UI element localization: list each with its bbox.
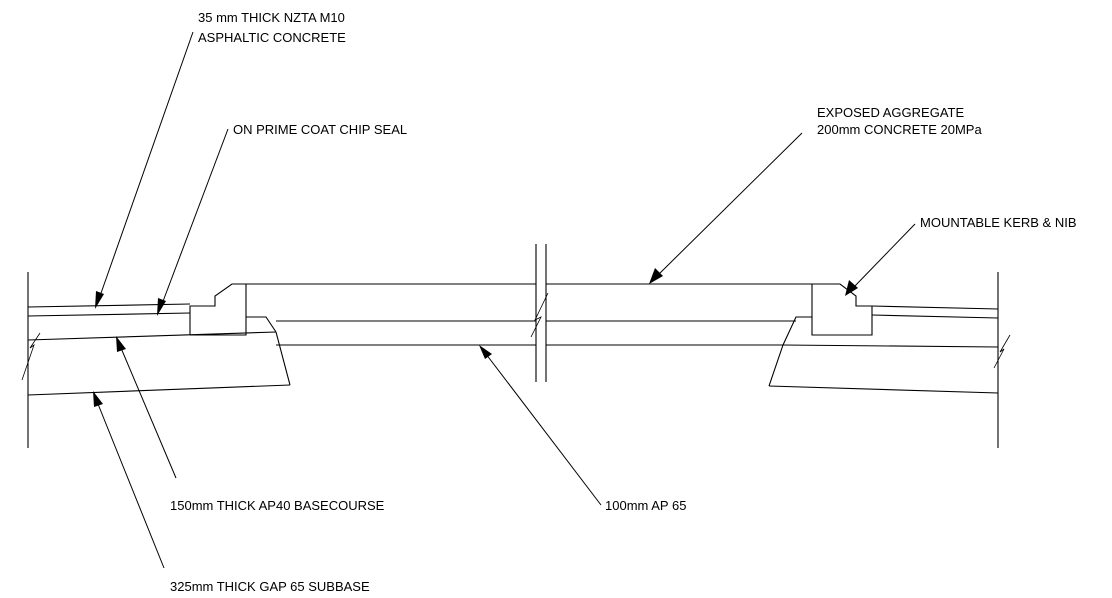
left-subbase-layer xyxy=(27,331,291,396)
right-kerb-nib xyxy=(782,283,873,346)
centre-break-mark xyxy=(530,244,549,382)
left-kerb-nib xyxy=(189,283,277,336)
right-subbase-layer xyxy=(768,344,999,394)
leader-subbase xyxy=(93,391,165,569)
leader-concrete xyxy=(649,132,803,284)
leader-chip-seal xyxy=(157,128,229,316)
callout-concrete-line2: 200mm CONCRETE 20MPa xyxy=(817,122,982,137)
left-break-mark xyxy=(21,332,41,381)
callout-asphaltic-line1: 35 mm THICK NZTA M10 xyxy=(198,10,345,25)
leader-ap65 xyxy=(479,345,602,506)
left-basecourse-layer xyxy=(27,331,277,341)
callout-asphaltic-line2: ASPHALTIC CONCRETE xyxy=(198,30,346,45)
concrete-slab xyxy=(232,283,826,322)
right-basecourse-layer xyxy=(782,344,999,348)
callout-ap65: 100mm AP 65 xyxy=(605,498,687,513)
leader-asphaltic xyxy=(95,31,194,309)
right-boundary xyxy=(993,272,1011,448)
callout-concrete-line1: EXPOSED AGGREGATE xyxy=(817,105,965,120)
callout-kerb: MOUNTABLE KERB & NIB xyxy=(920,215,1077,230)
right-asphaltic-layer xyxy=(871,305,999,319)
callout-basecourse: 150mm THICK AP40 BASECOURSE xyxy=(170,498,385,513)
leader-kerb xyxy=(845,223,916,296)
left-boundary xyxy=(21,272,41,448)
right-break-mark xyxy=(993,334,1011,369)
callout-subbase: 325mm THICK GAP 65 SUBBASE xyxy=(170,579,370,594)
callout-chip-seal: ON PRIME COAT CHIP SEAL xyxy=(233,122,408,137)
left-asphaltic-layer xyxy=(27,303,191,317)
leader-basecourse xyxy=(116,336,177,479)
